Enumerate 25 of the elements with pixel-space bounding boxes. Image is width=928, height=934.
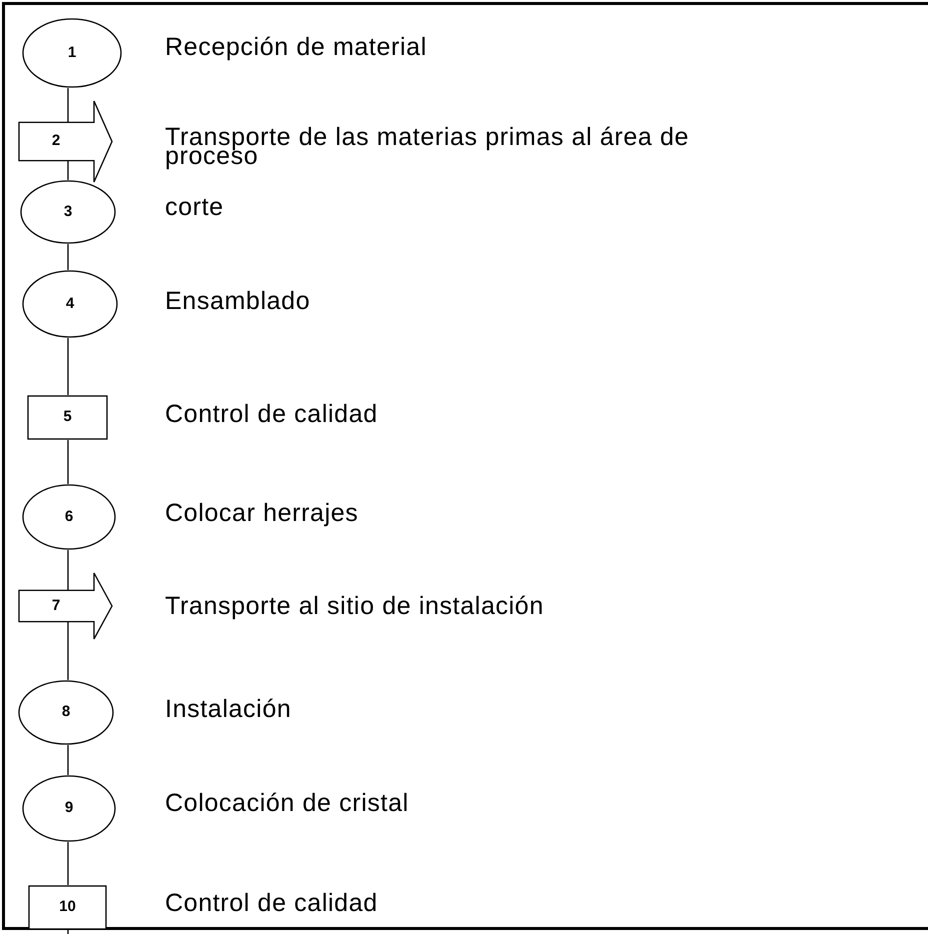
step-number: 1 <box>68 42 76 63</box>
connector-line <box>67 244 69 270</box>
connector-line <box>67 160 69 180</box>
step-number: 5 <box>63 407 72 428</box>
connector-line <box>67 338 69 395</box>
connector-line <box>67 440 69 484</box>
connector-line <box>67 842 69 885</box>
step-description: Control de calidad <box>165 894 379 913</box>
step-number: 2 <box>52 131 60 152</box>
step-number: 10 <box>59 897 76 918</box>
step-description: Colocación de cristal <box>165 794 410 813</box>
step-description: corte <box>165 198 225 217</box>
step-number: 4 <box>66 294 74 314</box>
step-description: Control de calidad <box>165 405 379 424</box>
step-number: 8 <box>62 702 70 722</box>
connector-line <box>67 550 69 590</box>
step-number: 6 <box>64 506 74 527</box>
connector-line <box>67 88 69 122</box>
step-number: 7 <box>52 596 60 616</box>
step-number: 9 <box>64 798 74 818</box>
step-description: Instalación <box>165 700 292 719</box>
connector-line <box>67 745 69 775</box>
connector-line <box>67 622 69 680</box>
step-description: Ensamblado <box>165 292 312 311</box>
step-number: 3 <box>64 202 72 222</box>
